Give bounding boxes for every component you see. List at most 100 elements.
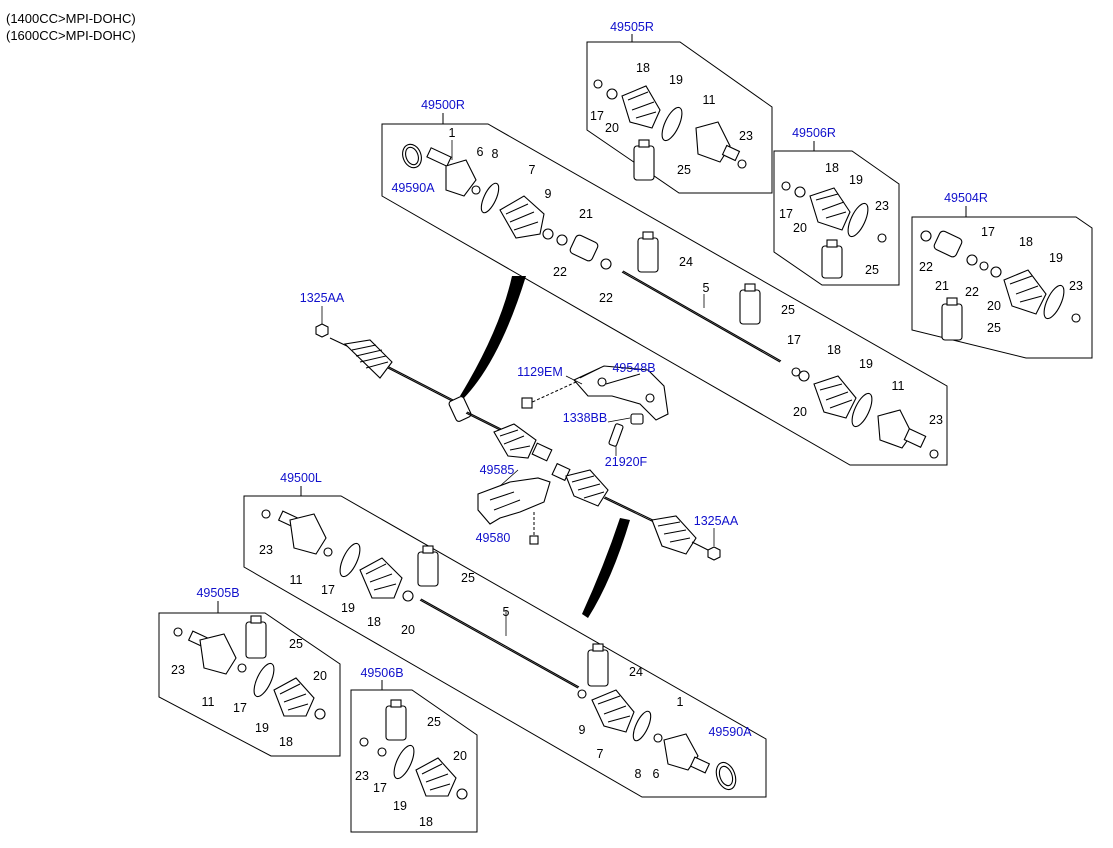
part-number: 23 <box>929 413 943 427</box>
part-number: 11 <box>892 379 905 393</box>
part-number: 18 <box>1019 235 1033 249</box>
part-number: 18 <box>636 61 650 75</box>
part-number: 17 <box>779 207 793 221</box>
assembled-drive-shaft-right <box>551 462 713 555</box>
part-number: 25 <box>427 715 441 729</box>
part-number: 19 <box>669 73 683 87</box>
part-number: 1 <box>449 126 456 140</box>
leader-band-upper <box>460 276 526 398</box>
pin-21920F <box>608 423 624 447</box>
group-frame-49506R <box>773 150 900 286</box>
part-number: 22 <box>553 265 567 279</box>
group-49500L-parts <box>261 509 737 791</box>
part-code-1338BB[interactable]: 1338BB <box>563 411 607 425</box>
group-code-49500L[interactable]: 49500L <box>280 471 322 485</box>
bolt-49580 <box>529 512 539 545</box>
group-code-49505R[interactable]: 49505R <box>610 20 654 34</box>
part-number: 19 <box>393 799 407 813</box>
part-number: 20 <box>605 121 619 135</box>
part-code-49585[interactable]: 49585 <box>480 463 515 477</box>
bolt-1129EM <box>521 381 577 409</box>
part-number: 25 <box>461 571 475 585</box>
group-frame-49505B <box>158 612 341 757</box>
part-number: 21 <box>579 207 593 221</box>
part-number: 22 <box>965 285 979 299</box>
part-number: 9 <box>545 187 552 201</box>
part-number: 25 <box>865 263 879 277</box>
part-number: 25 <box>677 163 691 177</box>
part-number: 17 <box>373 781 387 795</box>
group-code-49506R[interactable]: 49506R <box>792 126 836 140</box>
hex-nut-icon <box>315 323 329 338</box>
part-number: 7 <box>529 163 536 177</box>
leader-band-lower <box>582 518 630 618</box>
part-number: 1 <box>677 695 684 709</box>
group-code-49504R[interactable]: 49504R <box>944 191 988 205</box>
part-code-1325AA-top[interactable]: 1325AA <box>300 291 345 305</box>
part-number: 23 <box>171 663 185 677</box>
part-code-49590A-left[interactable]: 49590A <box>708 725 752 739</box>
part-number: 6 <box>653 767 660 781</box>
part-number: 25 <box>289 637 303 651</box>
part-number: 19 <box>341 601 355 615</box>
part-number: 20 <box>793 221 807 235</box>
part-number: 25 <box>987 321 1001 335</box>
part-number: 17 <box>321 583 335 597</box>
part-number: 9 <box>579 723 586 737</box>
part-number: 18 <box>827 343 841 357</box>
part-number: 5 <box>703 281 710 295</box>
part-number: 20 <box>313 669 327 683</box>
part-code-1325AA-bottom[interactable]: 1325AA <box>694 514 739 528</box>
part-number: 20 <box>453 749 467 763</box>
part-number: 17 <box>787 333 801 347</box>
part-number: 20 <box>401 623 415 637</box>
part-number: 18 <box>279 735 293 749</box>
part-number: 23 <box>259 543 273 557</box>
part-code-49590A-right[interactable]: 49590A <box>391 181 435 195</box>
group-code-49505B[interactable]: 49505B <box>196 586 239 600</box>
group-49505R-parts <box>593 79 747 181</box>
part-number: 8 <box>492 147 499 161</box>
hex-nut-icon <box>707 546 721 561</box>
group-frame-49504R <box>911 216 1093 359</box>
part-number: 20 <box>987 299 1001 313</box>
part-number: 23 <box>1069 279 1083 293</box>
part-number: 22 <box>599 291 613 305</box>
group-frame-49506B <box>350 689 478 833</box>
bracket-49548B <box>573 365 669 421</box>
part-number: 25 <box>781 303 795 317</box>
part-number: 11 <box>202 695 215 709</box>
part-number: 19 <box>255 721 269 735</box>
engine-spec-line-1: (1400CC>MPI-DOHC) <box>6 11 136 26</box>
part-code-21920F[interactable]: 21920F <box>605 455 648 469</box>
part-number: 19 <box>859 357 873 371</box>
assembled-drive-shaft-left <box>329 337 553 462</box>
part-code-1129EM[interactable]: 1129EM <box>517 365 563 379</box>
group-code-49506B[interactable]: 49506B <box>360 666 403 680</box>
group-49504R-parts <box>920 230 1081 341</box>
part-number: 24 <box>679 255 693 269</box>
group-frame-49500R <box>381 123 948 466</box>
part-number: 23 <box>739 129 753 143</box>
part-code-49548B[interactable]: 49548B <box>612 361 655 375</box>
group-code-49500R[interactable]: 49500R <box>421 98 465 112</box>
part-number: 17 <box>981 225 995 239</box>
part-number: 19 <box>1049 251 1063 265</box>
part-number: 18 <box>367 615 381 629</box>
part-number: 6 <box>477 145 484 159</box>
part-code-49580[interactable]: 49580 <box>476 531 511 545</box>
part-number: 7 <box>597 747 604 761</box>
part-number: 20 <box>793 405 807 419</box>
part-number: 18 <box>419 815 433 829</box>
group-49505B-parts <box>173 615 326 720</box>
bushing-1338BB <box>630 413 644 425</box>
group-49506B-parts <box>359 699 468 800</box>
group-frame-49505R <box>586 41 773 194</box>
part-number: 8 <box>635 767 642 781</box>
part-number: 19 <box>849 173 863 187</box>
leader-lines <box>321 140 715 636</box>
group-49506R-parts <box>781 181 887 279</box>
group-49500R-parts <box>402 143 939 459</box>
part-number: 24 <box>629 665 643 679</box>
